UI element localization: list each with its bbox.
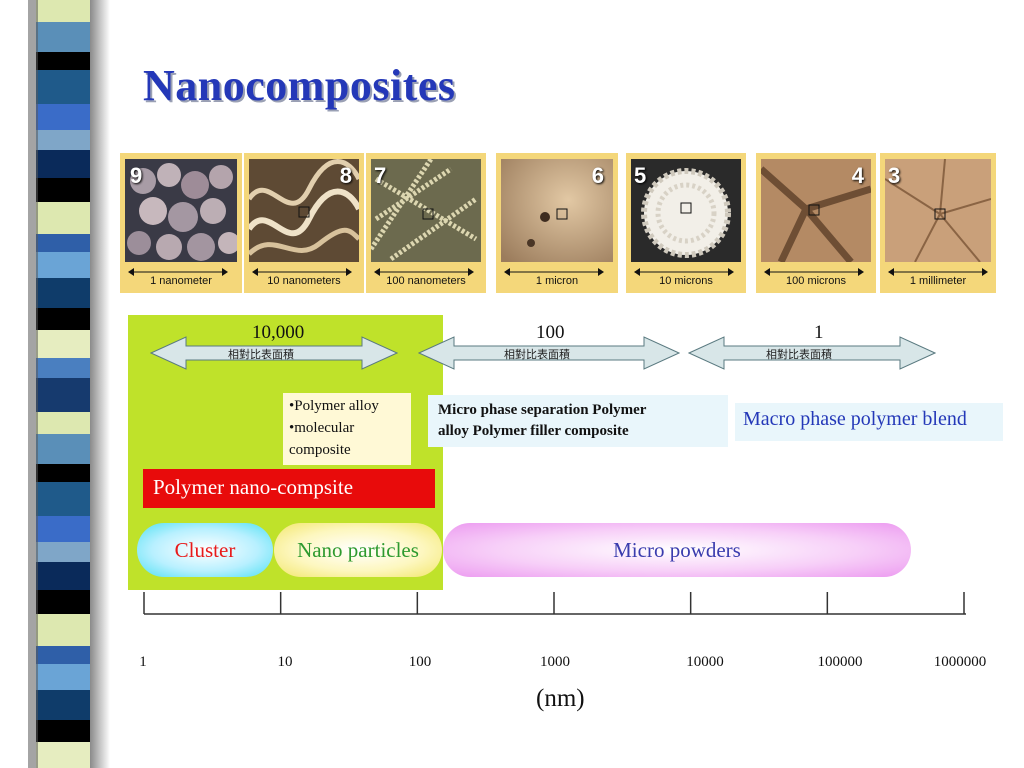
stripe-block — [36, 690, 90, 720]
ratio-label: 相對比表面積 — [504, 348, 570, 361]
scale-arrow-icon — [128, 268, 228, 276]
stripe-block — [36, 178, 90, 202]
image-caption: 10 microns — [659, 275, 713, 287]
stripe-block — [36, 234, 90, 252]
stripe-block — [36, 130, 90, 150]
stripe-block — [36, 742, 90, 768]
ratio-label: 相對比表面積 — [228, 348, 294, 361]
cell-surface-image — [501, 159, 613, 262]
image-tile-10microns: 5 10 microns — [626, 153, 746, 293]
micro-powders-pill: Micro powders — [443, 523, 911, 577]
cracked-surface-image — [885, 159, 991, 262]
stripe-block — [36, 464, 90, 482]
stripe-block — [36, 202, 90, 234]
alloy-line: •Polymer alloy — [289, 398, 379, 414]
scale-arrow-icon — [634, 268, 734, 276]
image-caption: 100 nanometers — [386, 275, 466, 287]
stripe-block — [36, 252, 90, 278]
axis-tick-label: 10000 — [686, 654, 724, 670]
micro-phase-line: Micro phase separation Polymer — [438, 402, 647, 418]
scale-arrow-icon — [764, 268, 864, 276]
helical-molecule-image — [249, 159, 359, 262]
stripe-block — [36, 664, 90, 690]
stripe-block — [36, 614, 90, 646]
ratio-value: 10,000 — [252, 322, 305, 343]
axis-tick-label: 100000 — [817, 654, 863, 670]
image-tile-1nm: 9 1 nanometer — [120, 153, 242, 293]
ratio-label: 相對比表面積 — [766, 348, 832, 361]
alloy-line: composite — [289, 442, 351, 458]
image-tile-10nm: 8 10 nanometers — [244, 153, 364, 293]
stripe-block — [36, 150, 90, 178]
decorative-stripe — [0, 0, 110, 768]
image-caption: 1 micron — [535, 275, 579, 287]
image-number: 3 — [888, 163, 901, 188]
alloy-line: •molecular — [289, 420, 355, 436]
image-number: 7 — [374, 163, 387, 188]
stripe-block — [36, 542, 90, 562]
size-axis — [143, 592, 966, 615]
stripe-block — [36, 590, 90, 614]
double-arrow-icon — [418, 336, 680, 370]
stripe-block — [36, 562, 90, 590]
stripe-block — [36, 308, 90, 330]
image-caption: 100 microns — [786, 275, 846, 287]
stripe-block — [36, 22, 90, 52]
image-caption: 1 nanometer — [150, 275, 212, 287]
axis-tick-label: 1000000 — [933, 654, 987, 670]
pollen-grain-image — [631, 159, 741, 262]
axis-tick-label: 1000 — [540, 654, 570, 670]
cluster-pill: Cluster — [137, 523, 273, 577]
image-tile-1mm: 3 1 millimeter — [880, 153, 996, 293]
image-number: 6 — [591, 163, 604, 188]
image-number: 8 — [339, 163, 352, 188]
page-title: Nanocomposites — [143, 61, 456, 110]
scale-arrow-icon — [888, 268, 988, 276]
axis-tick-label: 10 — [277, 654, 293, 670]
polymer-alloy-box: •Polymer alloy •molecular composite — [283, 393, 411, 465]
stripe-block — [36, 378, 90, 412]
image-caption: 1 millimeter — [909, 275, 967, 287]
stripe-block — [36, 330, 90, 358]
stripe-block — [36, 358, 90, 378]
macro-phase-box: Macro phase polymer blend — [735, 403, 1003, 441]
double-arrow-icon — [688, 336, 936, 370]
axis-unit-label: (nm) — [536, 685, 585, 712]
stripe-block — [36, 52, 90, 70]
ratio-value: 100 — [536, 322, 565, 343]
stripe-block — [36, 482, 90, 516]
image-tile-100microns: 4 100 microns — [756, 153, 876, 293]
micro-phase-box: Micro phase separation Polymer alloy Pol… — [428, 395, 728, 447]
scale-arrow-icon — [252, 268, 352, 276]
stripe-block — [36, 104, 90, 130]
double-arrow-icon — [150, 336, 398, 370]
stripe-block — [36, 0, 90, 22]
stripe-block — [36, 412, 90, 434]
image-number: 9 — [130, 163, 143, 188]
leaf-folds-image — [761, 159, 871, 262]
stripe-block — [36, 70, 90, 104]
nanoparticle-spheres-image — [125, 159, 237, 262]
stripe-block — [36, 646, 90, 664]
stripe-block — [36, 278, 90, 308]
ratio-value: 1 — [814, 322, 824, 343]
axis-tick-label: 1 — [139, 654, 147, 670]
axis-tick-label: 100 — [408, 654, 432, 670]
polymer-nanocomposite-bar: Polymer nano-compsite — [143, 469, 435, 508]
image-tile-100nm: 7 100 nanometers — [366, 153, 486, 293]
image-number: 5 — [634, 163, 647, 188]
micro-phase-line: alloy Polymer filler composite — [438, 423, 629, 439]
scale-arrow-icon — [504, 268, 604, 276]
stripe-block — [36, 434, 90, 464]
stripe-block — [36, 516, 90, 542]
fern-lattice-image — [371, 159, 481, 262]
image-number: 4 — [851, 163, 864, 188]
nano-particles-pill: Nano particles — [274, 523, 442, 577]
image-tile-1micron: 6 1 micron — [496, 153, 618, 293]
image-caption: 10 nanometers — [267, 275, 341, 287]
scale-arrow-icon — [374, 268, 474, 276]
stripe-block — [36, 720, 90, 742]
